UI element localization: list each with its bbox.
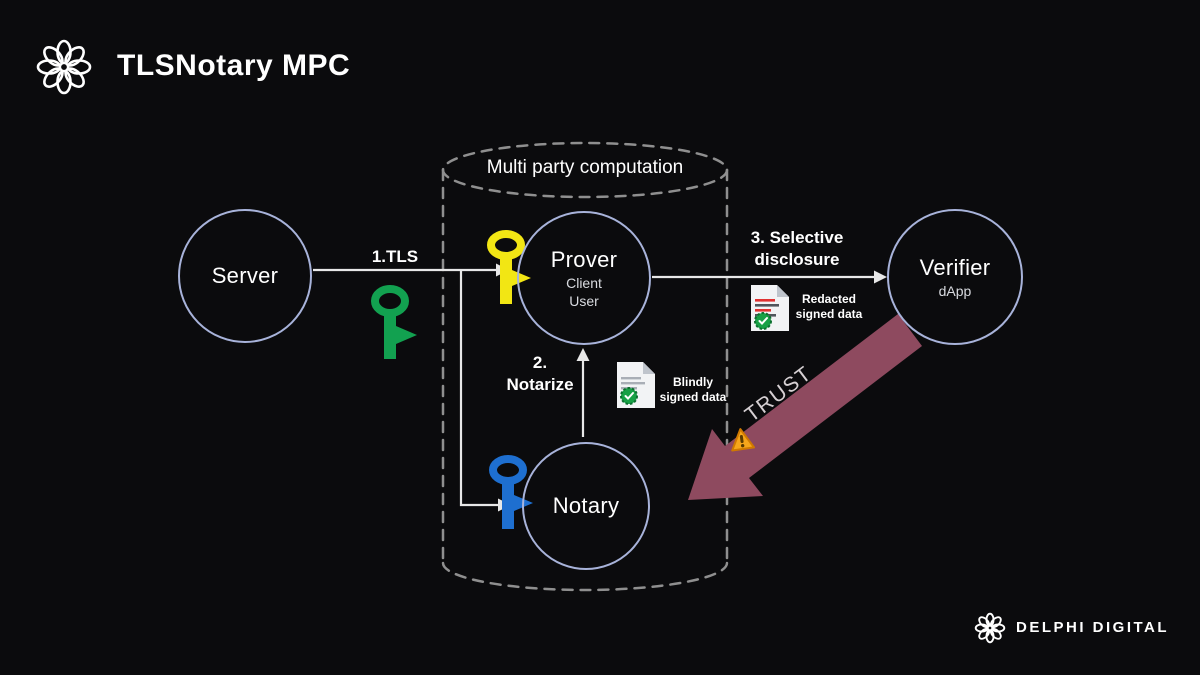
footer-brand-wordmark: DELPHI DIGITAL (1016, 619, 1170, 636)
redacted-document-icon (751, 285, 789, 331)
notarize-arrowhead (576, 348, 590, 361)
blindly-signed-doc-label-line2: signed data (659, 390, 727, 404)
warning-triangle-icon (731, 428, 756, 452)
page-title: TLSNotary MPC (117, 49, 351, 82)
redacted-signed-doc-label-line1: Redacted (801, 292, 857, 306)
signed-document-icon (617, 362, 655, 408)
tlsnotary-knot-logo-icon (36, 39, 92, 95)
notarize-edge-label: 2. Notarize (490, 352, 590, 396)
notarize-edge-label-line1: 2. (532, 353, 548, 372)
delphi-knot-logo-icon (974, 612, 1006, 644)
verifier-sub-dapp: dApp (938, 283, 972, 299)
selective-disclosure-edge-label: 3. Selective disclosure (737, 227, 857, 271)
blindly-signed-doc-label-line1: Blindly (672, 375, 713, 389)
notary-node: Notary (522, 442, 650, 570)
redacted-signed-doc-label: Redacted signed data (793, 292, 865, 322)
notarize-edge-label-line2: Notarize (506, 375, 574, 395)
verifier-node: Verifier dApp (887, 209, 1023, 345)
server-node: Server (178, 209, 312, 343)
selective-disclosure-line1: 3. Selective (750, 228, 844, 247)
verifier-label: Verifier (919, 255, 991, 280)
mpc-container-label: Multi party computation (486, 157, 684, 178)
prover-node: Prover Client User (517, 211, 651, 345)
blindly-signed-doc-label: Blindly signed data (658, 375, 728, 405)
trust-arrow (688, 314, 922, 500)
redacted-signed-doc-label-line2: signed data (795, 307, 863, 321)
selective-disclosure-line2: disclosure (754, 250, 840, 270)
prover-label: Prover (550, 247, 618, 272)
prover-sub-client: Client (566, 275, 602, 291)
disclosure-arrowhead (874, 270, 887, 284)
green-key-icon (371, 285, 417, 359)
notary-label: Notary (552, 493, 620, 518)
server-notary-arrow (459, 270, 498, 507)
blue-key-icon (489, 455, 533, 529)
tls-edge-label: 1.TLS (371, 247, 419, 266)
prover-sub-user: User (569, 293, 599, 309)
server-label: Server (211, 263, 279, 288)
